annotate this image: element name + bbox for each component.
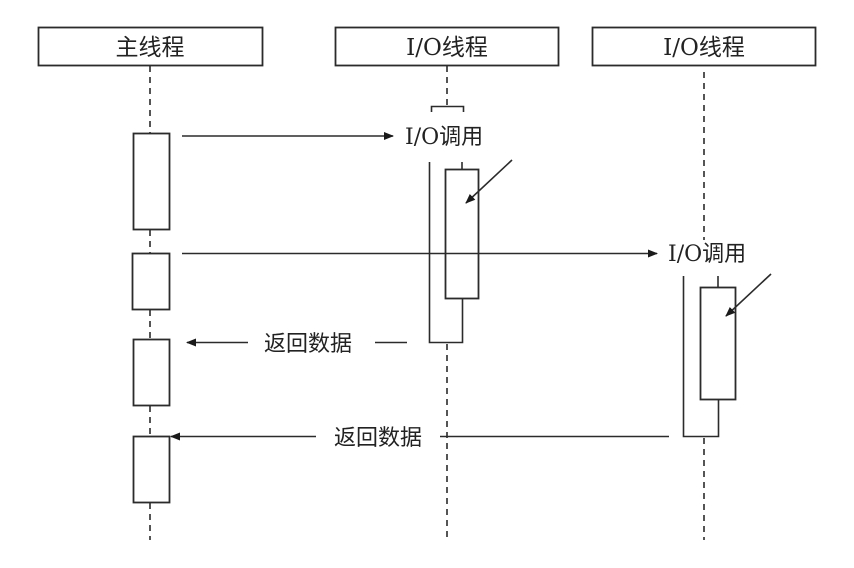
message-return-data-1: 返回数据 (186, 332, 407, 357)
participant-io-thread-1: I/O线程 (334, 26, 560, 67)
activation-box (132, 132, 171, 231)
message-io-call-1: I/O调用 (182, 125, 483, 150)
io-processing-frame (428, 162, 464, 344)
message-io-call-2: I/O调用 (182, 242, 746, 267)
activation-box (131, 252, 171, 311)
participant-io-thread-2: I/O线程 (591, 26, 817, 67)
lifeline-io-thread-2 (682, 72, 772, 540)
participant-label: 主线程 (116, 35, 185, 61)
message-label: 返回数据 (334, 426, 422, 451)
callback-arrow (465, 159, 513, 204)
participant-box (37, 26, 264, 67)
participant-label: I/O线程 (663, 35, 745, 61)
participant-box (591, 26, 817, 67)
io-processing-frame (682, 276, 720, 438)
participant-label: I/O线程 (406, 35, 488, 61)
activation-box (699, 286, 737, 401)
call-bracket (430, 105, 465, 112)
participant-box (334, 26, 560, 67)
lifeline-main (131, 66, 171, 540)
activation-box (132, 338, 171, 407)
message-return-data-2: 返回数据 (170, 426, 669, 451)
participant-main: 主线程 (37, 26, 264, 67)
callback-arrow (725, 273, 772, 317)
activation-box (444, 168, 480, 300)
activation-box (132, 435, 171, 504)
message-label: 返回数据 (264, 332, 352, 357)
message-label: I/O调用 (668, 242, 746, 267)
message-label: I/O调用 (405, 125, 483, 150)
lifeline-io-thread-1 (428, 66, 513, 540)
